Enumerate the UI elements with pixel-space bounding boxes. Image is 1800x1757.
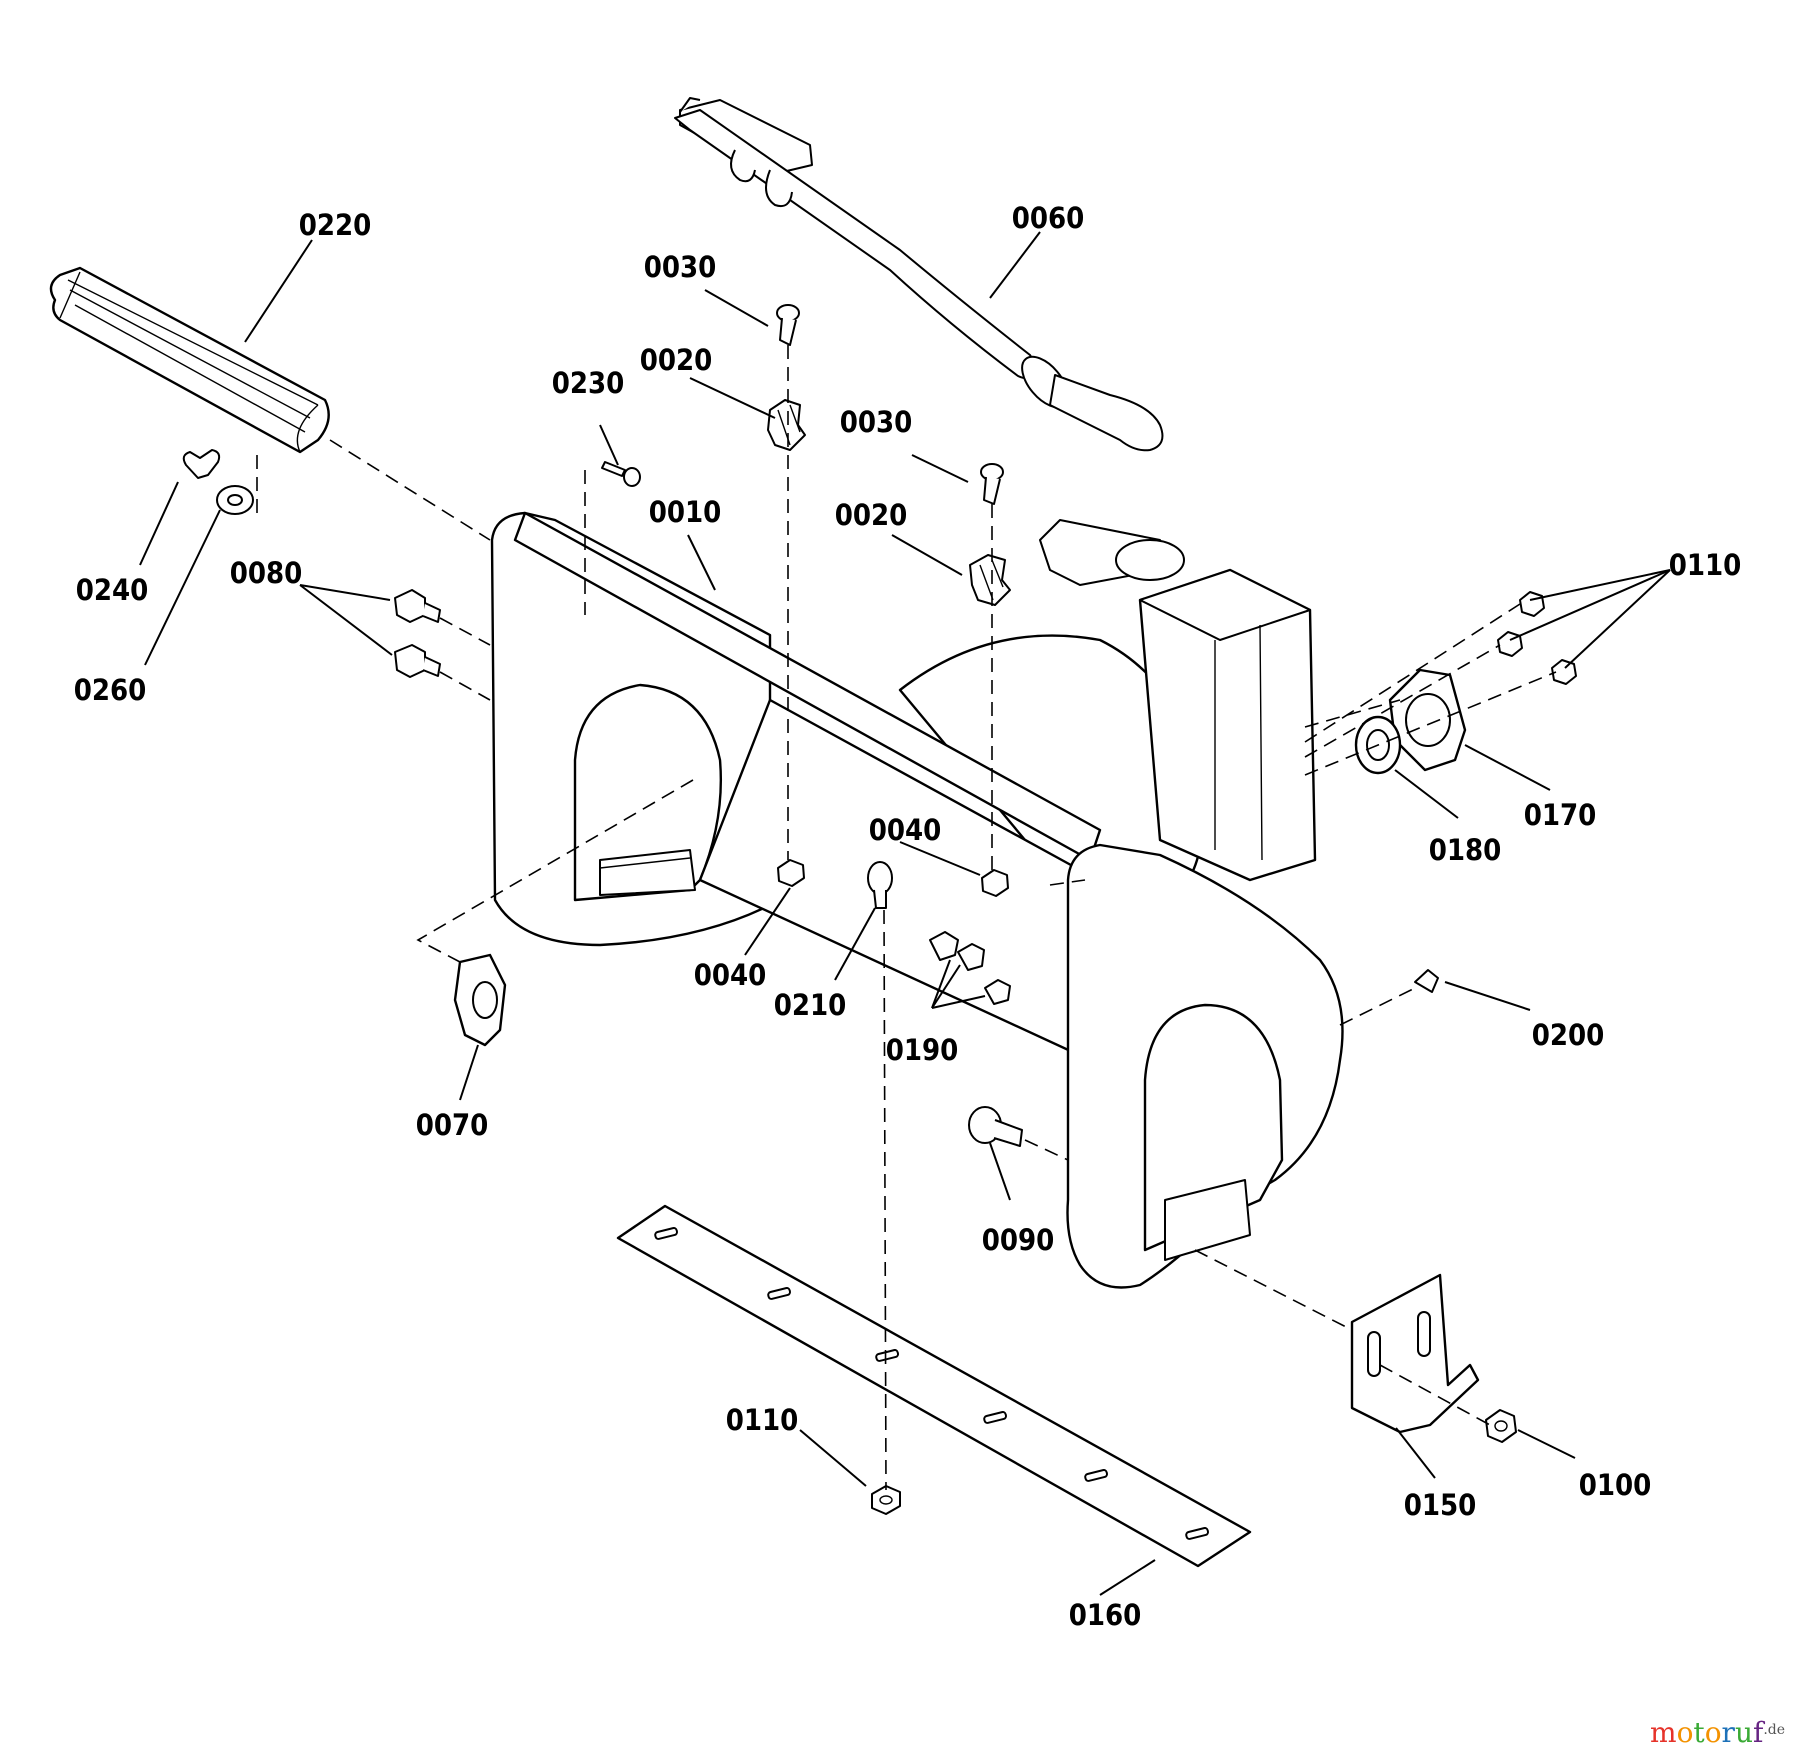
label-0160: 0160 (1069, 1598, 1142, 1632)
label-0020-a: 0020 (640, 343, 713, 377)
label-0190: 0190 (886, 1033, 959, 1067)
part-0030-screw-b (980, 463, 1004, 505)
part-0020-clip-a (767, 399, 806, 451)
label-0010: 0010 (649, 495, 722, 529)
watermark-letter: t (1693, 1716, 1705, 1749)
part-0160-scraper-bar (616, 1204, 1252, 1568)
part-0260-washer (216, 485, 254, 515)
part-0040-nut-b (981, 869, 1009, 897)
label-0090: 0090 (982, 1223, 1055, 1257)
part-0010-auger-housing (490, 511, 1344, 1289)
part-0240-wing-nut (182, 449, 221, 479)
watermark-suffix: .de (1763, 1722, 1785, 1738)
label-0110-b: 0110 (726, 1403, 799, 1437)
part-0220-grip (49, 266, 330, 454)
label-0170: 0170 (1524, 798, 1597, 832)
label-0180: 0180 (1429, 833, 1502, 867)
watermark-letter: r (1722, 1716, 1736, 1749)
part-0090-bolt (968, 1106, 1023, 1147)
watermark-letter: u (1735, 1716, 1753, 1749)
watermark-letter: o (1677, 1716, 1694, 1749)
part-0110-nut-3 (1551, 659, 1577, 685)
part-0100-nut (1485, 1409, 1517, 1443)
part-0150-skid-shoe (1350, 1273, 1480, 1434)
part-0070-bracket (453, 953, 507, 1047)
part-0030-screw-a (776, 304, 800, 346)
part-0230-screw (601, 461, 641, 487)
watermark-logo: motoruf.de (1650, 1716, 1785, 1749)
part-0190-bolt-2 (957, 943, 985, 971)
part-0210-carriage-bolt (867, 861, 893, 909)
part-0080-bolt-a (394, 589, 441, 623)
part-labels: 0220 0060 0030 0020 0230 0030 0010 0020 … (74, 201, 1742, 1632)
part-0060-chute-rod (674, 97, 1164, 452)
label-0040-b: 0040 (694, 958, 767, 992)
watermark-letter: f (1753, 1716, 1766, 1749)
part-0200-bolt (1414, 969, 1439, 993)
part-0190-bolt-1 (929, 931, 959, 961)
leader-lines (139, 231, 1671, 1596)
label-0100: 0100 (1579, 1468, 1652, 1502)
label-0030-a: 0030 (644, 250, 717, 284)
label-0110-a: 0110 (1669, 548, 1742, 582)
label-0030-b: 0030 (840, 405, 913, 439)
part-0040-nut-a (777, 859, 805, 887)
watermark-letter: m (1650, 1716, 1677, 1749)
label-0070: 0070 (416, 1108, 489, 1142)
label-0040-a: 0040 (869, 813, 942, 847)
part-0080-bolt-b (394, 644, 441, 678)
label-0150: 0150 (1404, 1488, 1477, 1522)
label-0230: 0230 (552, 366, 625, 400)
label-0020-b: 0020 (835, 498, 908, 532)
label-0060: 0060 (1012, 201, 1085, 235)
label-0080: 0080 (230, 556, 303, 590)
label-0220: 0220 (299, 208, 372, 242)
label-0240: 0240 (76, 573, 149, 607)
watermark-text: motoruf.de (1650, 1716, 1785, 1749)
assembly-dashed-lines (256, 345, 1557, 1491)
part-0190-bolt-3 (984, 979, 1011, 1005)
label-0260: 0260 (74, 673, 147, 707)
watermark-letter: o (1705, 1716, 1722, 1749)
part-0110-nut-1 (1519, 591, 1545, 617)
label-0210: 0210 (774, 988, 847, 1022)
part-0110-nut-bottom (871, 1485, 901, 1515)
label-0200: 0200 (1532, 1018, 1605, 1052)
part-0170-bearing-flange (1388, 668, 1467, 772)
part-0020-clip-b (969, 554, 1011, 606)
